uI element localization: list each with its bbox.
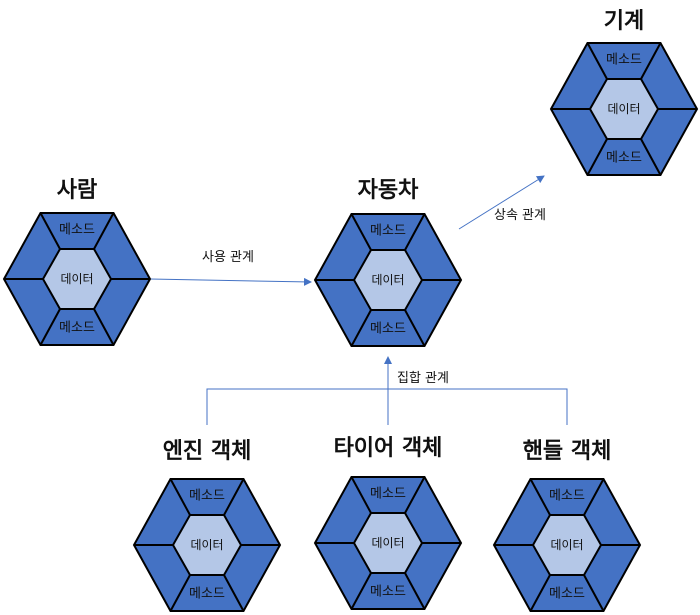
car-object-title: 자동차 [357,178,419,203]
hexagon-spoke [583,574,605,612]
inner-hexagon [352,512,424,574]
inherit-relation-label: 상속 관계 [494,208,546,223]
data-label: 데이터 [190,538,223,552]
hexagon-spoke [350,213,372,251]
hexagon-spoke [404,309,426,347]
method-bottom-label: 메소드 [606,151,642,166]
hexagon-spoke [169,478,191,516]
hexagon-spoke [93,308,115,346]
hexagon-spoke [39,212,61,250]
hexagon-spoke [529,478,551,516]
hexagon-spoke [586,42,608,80]
tire-object-title: 타이어 객체 [333,436,443,461]
hexagon-spoke [350,476,372,514]
method-top-label: 메소드 [370,224,406,239]
hexagon-spoke [350,572,372,610]
method-top-label: 메소드 [59,223,95,238]
hexagon-spoke [404,476,426,514]
method-top-label: 메소드 [606,53,642,68]
hexagon-spoke [223,574,245,612]
data-label: 데이터 [60,272,93,286]
method-bottom-label: 메소드 [189,587,225,602]
hexagon-spoke [404,572,426,610]
method-bottom-label: 메소드 [370,585,406,600]
hexagon-spoke [223,478,245,516]
data-label: 데이터 [550,538,583,552]
hexagon-spoke [529,574,551,612]
method-bottom-label: 메소드 [549,587,585,602]
method-top-label: 메소드 [189,489,225,504]
hexagon-spoke [93,212,115,250]
data-label: 데이터 [607,102,640,116]
inner-hexagon [531,514,603,576]
inner-hexagon [171,514,243,576]
hexagon-spoke [640,42,662,80]
hexagon-spoke [583,478,605,516]
hexagon-spoke [404,213,426,251]
method-bottom-label: 메소드 [370,322,406,337]
hexagon-spoke [350,309,372,347]
method-top-label: 메소드 [549,489,585,504]
inner-hexagon [41,248,113,310]
aggregate-relation-label: 집합 관계 [397,371,449,386]
use-relation-label: 사용 관계 [202,250,254,265]
inner-hexagon [352,249,424,311]
aggregate-relation-bracket [206,388,568,425]
machine-object-title: 기계 [603,9,645,34]
inner-hexagon [588,78,660,140]
data-label: 데이터 [371,273,404,287]
method-top-label: 메소드 [370,487,406,502]
hexagon-spoke [640,138,662,176]
engine-object-title: 엔진 객체 [162,439,252,464]
hexagon-spoke [39,308,61,346]
use-relation-arrow [149,277,312,286]
inherit-relation-arrow [458,175,545,230]
hexagon-spoke [169,574,191,612]
handle-object-title: 핸들 객체 [522,439,612,464]
data-label: 데이터 [371,536,404,550]
person-object-title: 사람 [56,178,98,203]
hexagon-spoke [586,138,608,176]
method-bottom-label: 메소드 [59,321,95,336]
